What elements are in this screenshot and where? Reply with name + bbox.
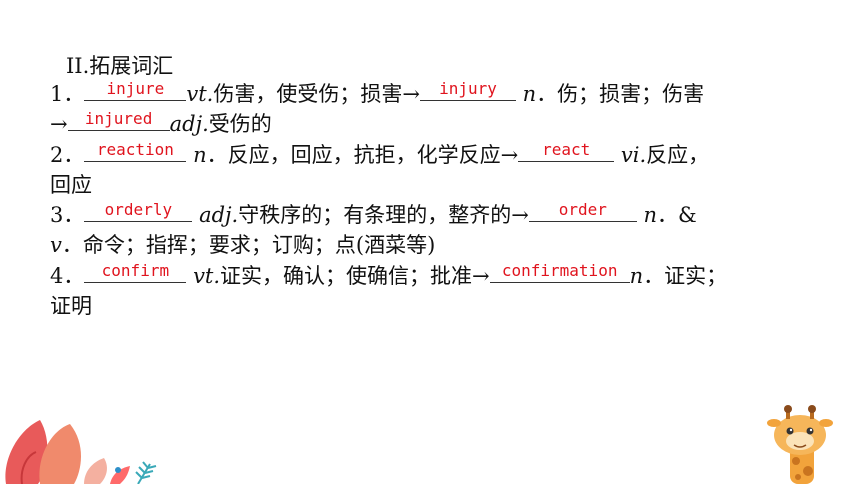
definition-text: ．伤；损害；伤害: [536, 82, 705, 106]
answer-blank: confirm: [84, 261, 187, 283]
part-of-speech: v: [50, 233, 62, 257]
vocab-item-4-cont: 证明: [50, 292, 92, 320]
answer-word: confirm: [101, 261, 170, 280]
leaf-decoration: [5, 420, 157, 484]
definition-text: 回应: [50, 173, 92, 197]
answer-blank: order: [528, 200, 637, 222]
item-number: 1．: [50, 82, 85, 106]
item-number: 2．: [50, 143, 85, 167]
part-of-speech: n: [643, 203, 658, 227]
item-number: 3．: [50, 203, 85, 227]
part-of-speech: vi.: [620, 143, 647, 167]
definition-text: 反应，: [646, 143, 710, 167]
vocab-item-1-cont: → injured adj.受伤的: [50, 110, 272, 138]
answer-word: injure: [106, 79, 165, 98]
definition-text: 伤害，使受伤；损害→: [213, 82, 420, 106]
answer-word: order: [558, 200, 607, 219]
definition-text: ．反应，回应，抗拒，化学反应→: [206, 143, 519, 167]
part-of-speech: n: [522, 82, 537, 106]
answer-blank: confirmation: [489, 261, 630, 283]
definition-text: 受伤的: [208, 112, 272, 136]
vocab-item-2: 2． reaction n．反应，回应，抗拒，化学反应→ react vi.反应，: [50, 141, 709, 169]
part-of-speech: adj.: [199, 203, 239, 227]
definition-text: ．命令；指挥；要求；订购；点(酒菜等): [61, 233, 436, 257]
answer-blank: injure: [84, 79, 187, 101]
answer-word: orderly: [104, 200, 173, 219]
answer-word: confirmation: [501, 261, 618, 280]
part-of-speech: adj.: [169, 112, 209, 136]
item-number: 4．: [50, 264, 85, 288]
answer-word: react: [542, 140, 591, 159]
answer-word: reaction: [96, 140, 174, 159]
vocab-item-3-cont: v．命令；指挥；要求；订购；点(酒菜等): [50, 231, 435, 259]
giraffe-icon: [767, 405, 833, 484]
vocab-item-3: 3． orderly adj.守秩序的；有条理的，整齐的→ order n．&: [50, 201, 697, 229]
answer-word: injury: [439, 79, 497, 98]
part-of-speech: vt.: [186, 82, 214, 106]
section-heading: II.拓展词汇: [66, 54, 174, 78]
vocab-item-4: 4． confirm vt.证实，确认；使确信；批准→ confirmation n．…: [50, 262, 727, 290]
answer-blank: injury: [419, 79, 516, 101]
definition-text: ．&: [657, 203, 697, 227]
part-of-speech: n: [629, 264, 644, 288]
answer-blank: injured: [67, 109, 170, 131]
answer-blank: orderly: [84, 200, 193, 222]
definition-text: ．证实；: [643, 264, 728, 288]
vocab-item-2-cont: 回应: [50, 171, 92, 199]
answer-blank: react: [518, 140, 615, 162]
definition-text: 守秩序的；有条理的，整齐的→: [238, 203, 529, 227]
part-of-speech: vt.: [193, 264, 221, 288]
answer-word: injured: [84, 109, 153, 128]
definition-text: 证明: [50, 294, 92, 318]
answer-blank: reaction: [84, 140, 187, 162]
arrow-text: →: [50, 112, 68, 136]
part-of-speech: n: [193, 143, 207, 167]
definition-text: 证实，确认；使确信；批准→: [220, 264, 490, 288]
vocab-item-1: 1． injure vt.伤害，使受伤；损害→ injury n．伤；损害；伤害: [50, 80, 704, 108]
